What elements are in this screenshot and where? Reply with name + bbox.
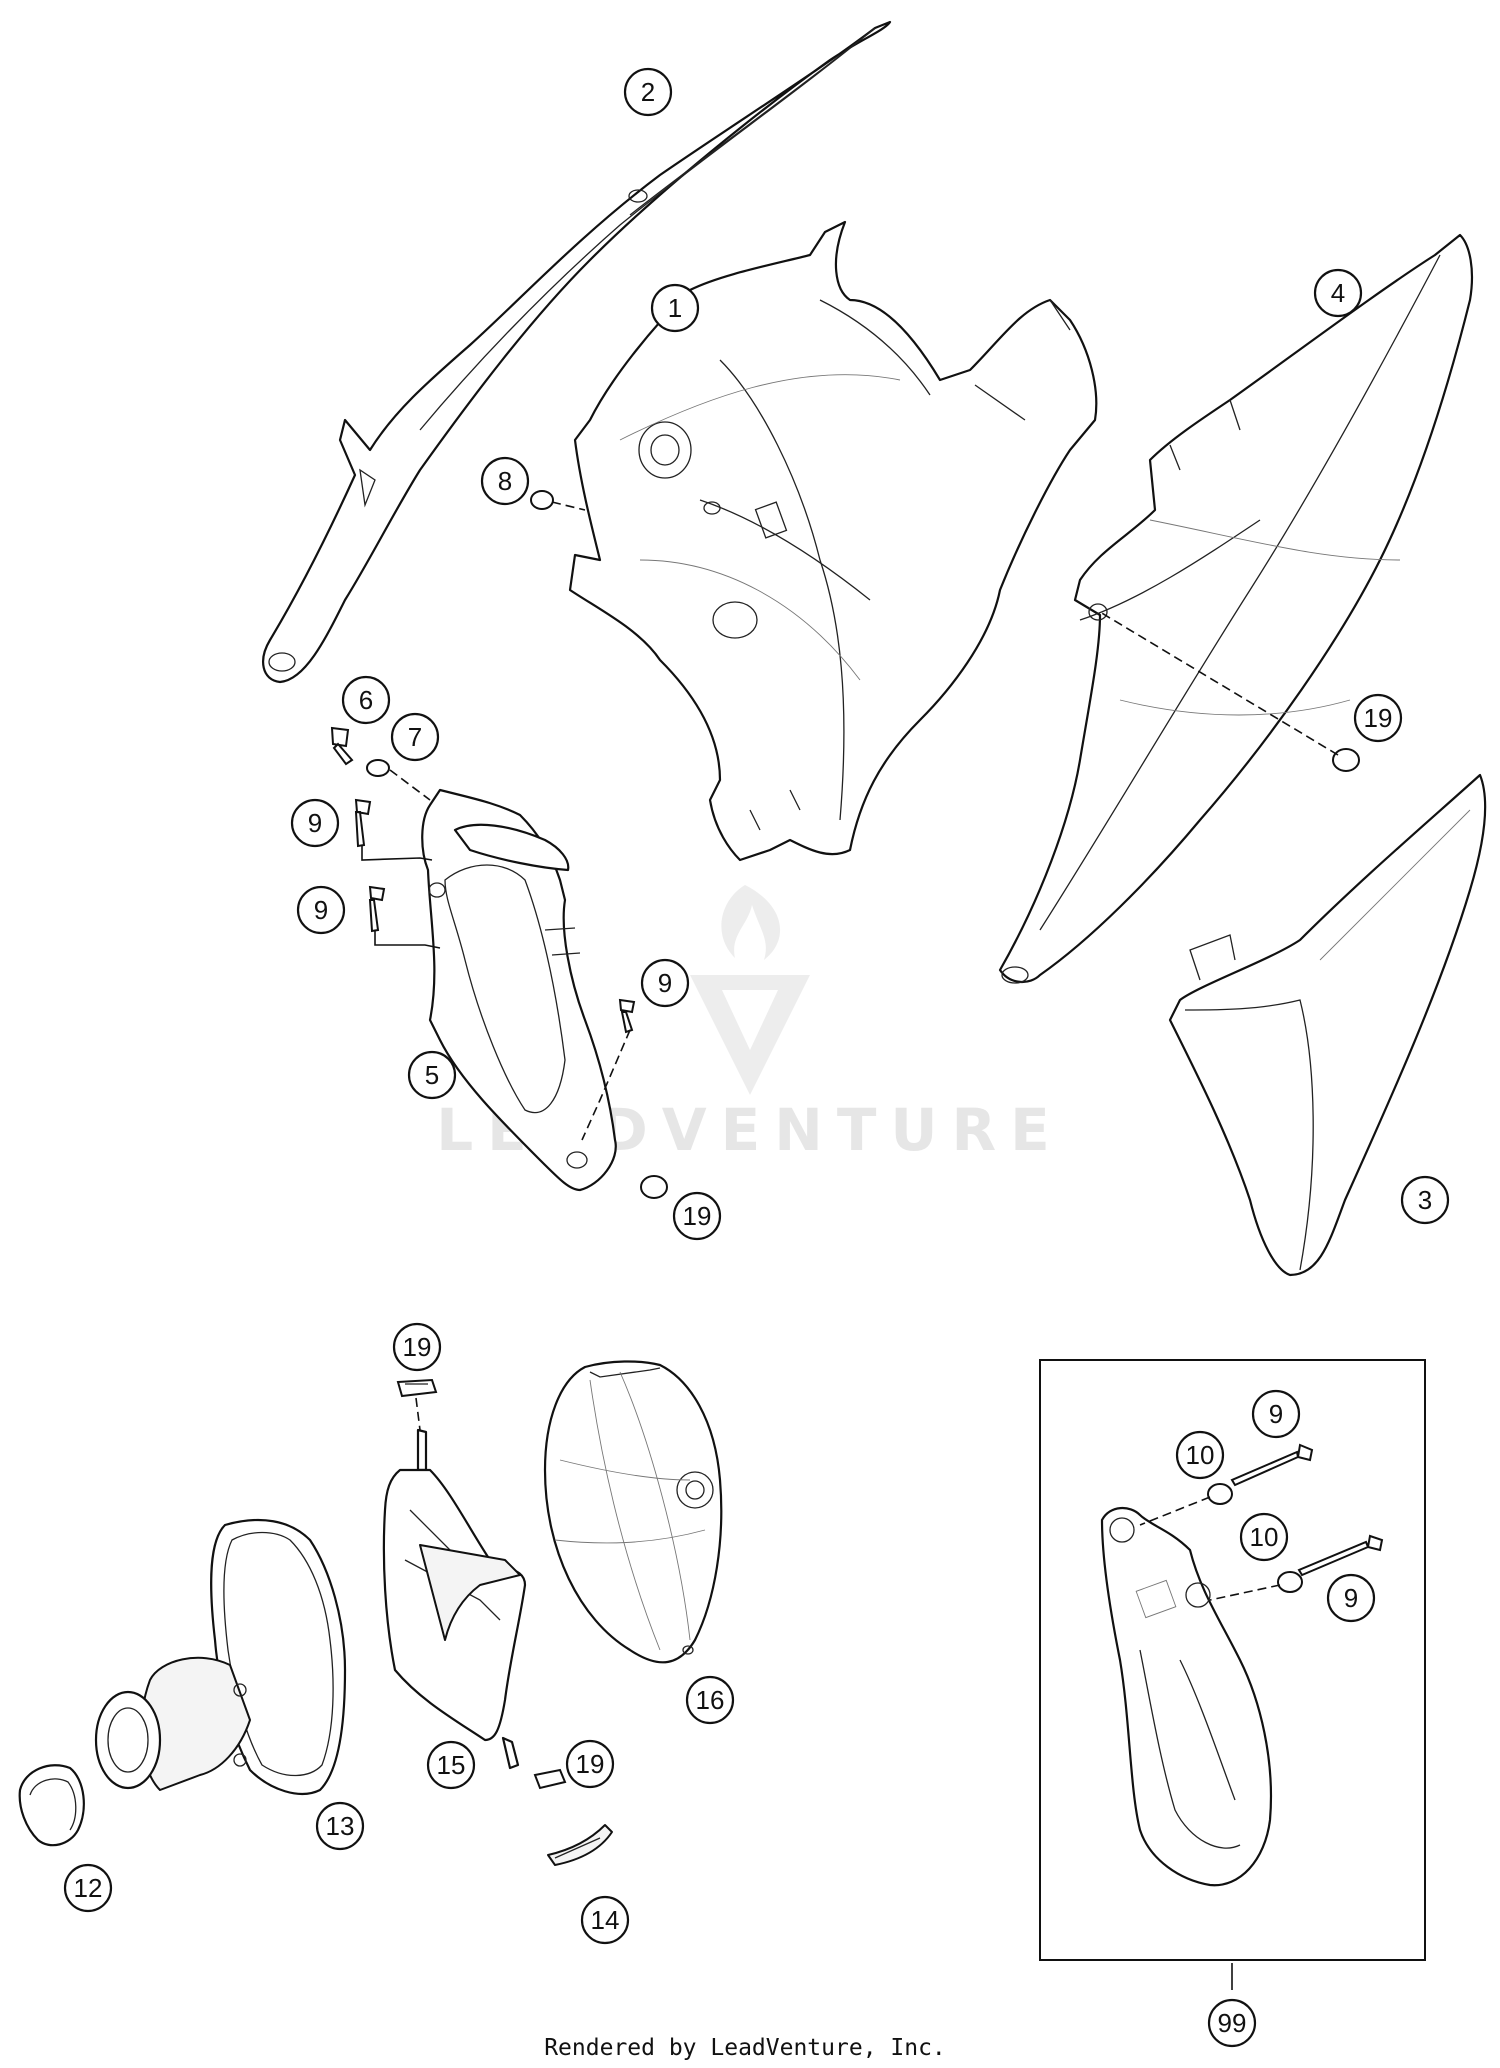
callout-9-d-label: 9 (1269, 1399, 1283, 1429)
callout-1: 1 (650, 283, 700, 333)
callout-8-label: 8 (498, 466, 512, 496)
callout-9-d: 9 (1251, 1389, 1301, 1439)
part-1-airbox (568, 220, 1098, 862)
callout-5: 5 (407, 1050, 457, 1100)
callout-13-label: 13 (326, 1811, 355, 1841)
grommet-19-left (640, 1175, 668, 1199)
callout-9-b: 9 (296, 885, 346, 935)
callout-12-label: 12 (74, 1873, 103, 1903)
part-19-clip-lower (533, 1768, 567, 1790)
callout-9-b-label: 9 (314, 895, 328, 925)
callout-4-label: 4 (1331, 278, 1345, 308)
callout-6-label: 6 (359, 685, 373, 715)
callout-14: 14 (580, 1895, 630, 1945)
leader-lines-top (361, 501, 1339, 1141)
grommet-19-right (1332, 748, 1360, 772)
washer-10-lower (1277, 1571, 1303, 1593)
callout-15-label: 15 (437, 1750, 466, 1780)
watermark-v-icon (690, 975, 810, 1095)
callout-19-c: 19 (392, 1322, 442, 1372)
callout-10-a-label: 10 (1186, 1440, 1215, 1470)
callout-14-label: 14 (591, 1905, 620, 1935)
callout-12: 12 (63, 1863, 113, 1913)
part-15-filter-support (382, 1397, 527, 1770)
callout-3-label: 3 (1418, 1185, 1432, 1215)
callout-5-label: 5 (425, 1060, 439, 1090)
callout-16: 16 (685, 1675, 735, 1725)
callout-6: 6 (341, 675, 391, 725)
part-4-side-cover-right (998, 233, 1474, 984)
callout-3: 3 (1400, 1175, 1450, 1225)
callout-9-e: 9 (1326, 1573, 1376, 1623)
part-16-air-filter (543, 1360, 723, 1664)
callout-1-label: 1 (668, 293, 682, 323)
callout-2-label: 2 (641, 77, 655, 107)
screw-9-top (354, 798, 372, 848)
callout-16-label: 16 (696, 1685, 725, 1715)
callout-7: 7 (390, 712, 440, 762)
callout-99: 99 (1207, 1998, 1257, 2048)
screw-6 (330, 726, 354, 766)
callout-9-a-label: 9 (308, 808, 322, 838)
callout-19-c-label: 19 (403, 1332, 432, 1362)
callout-13: 13 (315, 1801, 365, 1851)
fasteners-left (330, 490, 1360, 1199)
washer-10-upper (1207, 1483, 1233, 1505)
callout-9-e-label: 9 (1344, 1583, 1358, 1613)
callout-19-d: 19 (565, 1739, 615, 1789)
callout-19-a-label: 19 (1364, 703, 1393, 733)
part-14-bracket (547, 1824, 613, 1866)
washer-7 (366, 759, 390, 777)
callout-19-d-label: 19 (576, 1749, 605, 1779)
part-5-filter-cage (421, 788, 617, 1192)
callout-19-a: 19 (1353, 693, 1403, 743)
callout-10-b-label: 10 (1250, 1522, 1279, 1552)
part-13-intake-boot (94, 1518, 347, 1795)
screw-9-right (618, 998, 636, 1034)
footer-credit: Rendered by LeadVenture, Inc. (544, 2035, 946, 2061)
callout-7-label: 7 (408, 722, 422, 752)
callout-15: 15 (426, 1740, 476, 1790)
callout-10-a: 10 (1175, 1430, 1225, 1480)
screw-9-box-upper (1230, 1443, 1314, 1487)
part-99-kit-box (1039, 1359, 1426, 1990)
callout-9-c-label: 9 (658, 968, 672, 998)
part-12-hose-clamp (18, 1764, 85, 1847)
callout-10-b: 10 (1239, 1512, 1289, 1562)
part-19-clip-top (396, 1378, 438, 1398)
part-3-airbox-cover (1168, 773, 1487, 1277)
callout-9-c: 9 (640, 958, 690, 1008)
callout-4: 4 (1313, 268, 1363, 318)
callout-99-label: 99 (1218, 2008, 1247, 2038)
callout-19-b-label: 19 (683, 1201, 712, 1231)
grommet-8 (530, 490, 554, 510)
callout-19-b: 19 (672, 1191, 722, 1241)
callout-2: 2 (623, 67, 673, 117)
callout-9-a: 9 (290, 798, 340, 848)
watermark-flame-icon (721, 885, 781, 960)
screw-9-mid (368, 885, 386, 933)
callout-8: 8 (480, 456, 530, 506)
screw-9-box-lower (1297, 1534, 1384, 1577)
part-2-frame-guard (262, 20, 892, 684)
